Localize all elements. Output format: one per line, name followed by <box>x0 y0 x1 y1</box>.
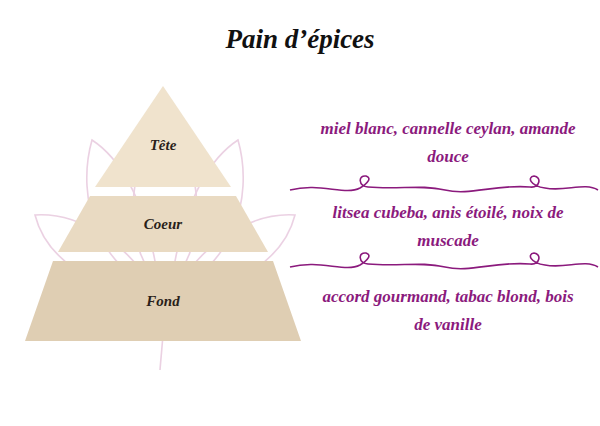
tier-fill <box>25 261 301 341</box>
note-list: accord gourmand, tabac blond, bois de va… <box>317 283 579 339</box>
divider-swirl <box>290 176 598 269</box>
pyramid-tier: Fond <box>25 261 301 341</box>
tier-label: Tête <box>95 136 231 154</box>
tier-shape <box>95 86 231 187</box>
tier-label: Coeur <box>58 215 268 233</box>
tier-label: Fond <box>25 292 301 310</box>
tier-fill <box>95 86 231 187</box>
tier-fill <box>58 196 268 252</box>
pyramid-tier: Coeur <box>58 196 268 252</box>
note-list: miel blanc, cannelle ceylan, amande douc… <box>317 115 579 171</box>
note-list: litsea cubeba, anis étoilé, noix de musc… <box>317 199 579 255</box>
pyramid-tier: Tête <box>95 86 231 187</box>
diagram-title: Pain d’épices <box>0 24 600 55</box>
